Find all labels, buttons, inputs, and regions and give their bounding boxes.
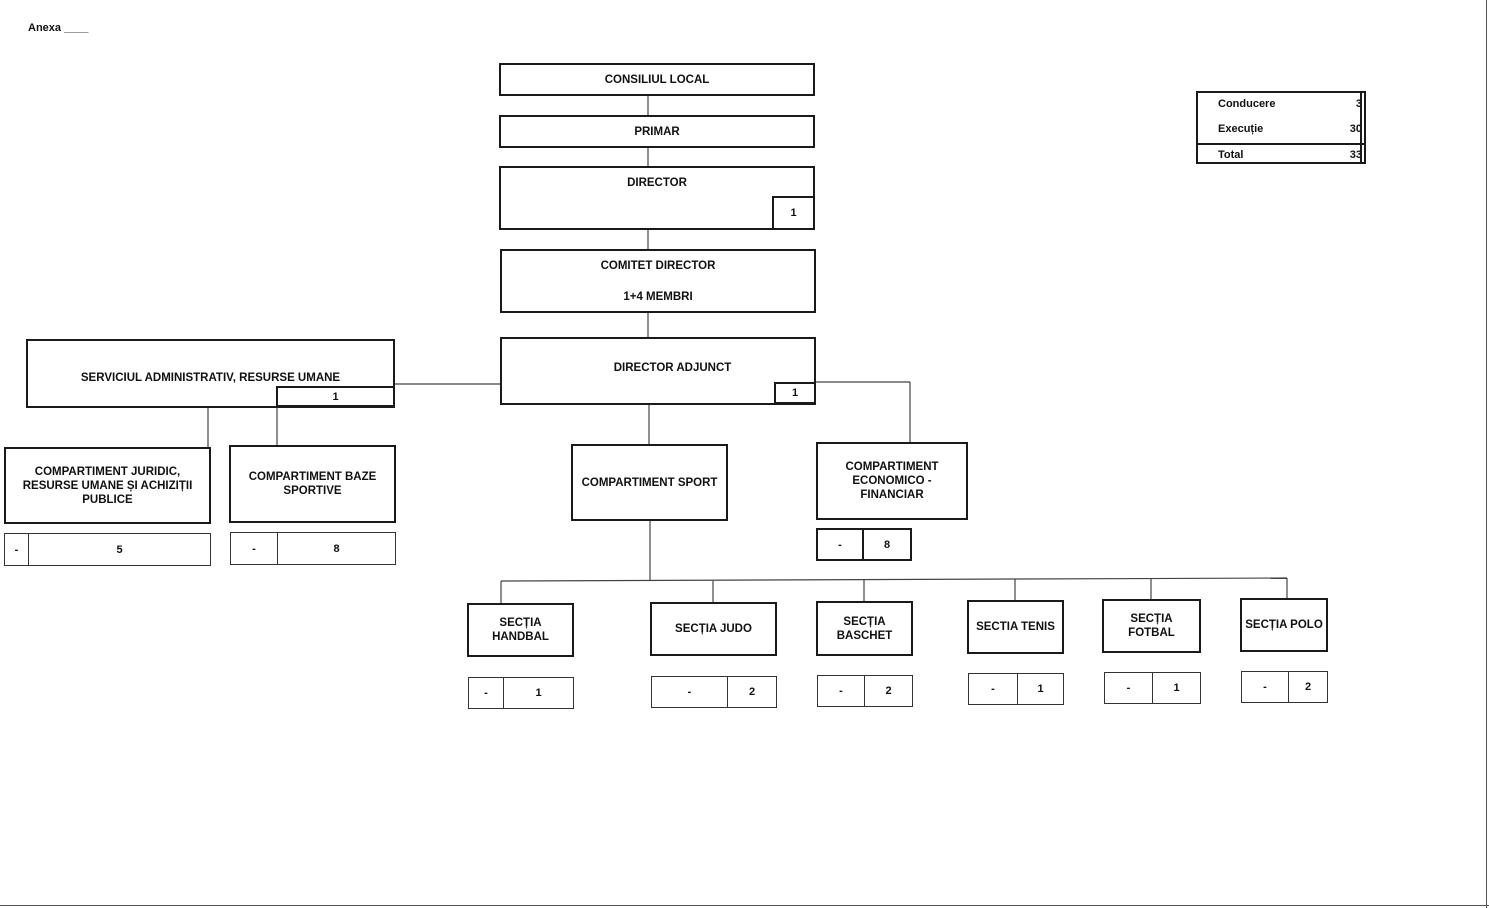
summary-row-conducere: Conducere 3 — [1198, 93, 1364, 117]
primar-box: PRIMAR — [499, 115, 815, 148]
sectia-baschet-label: SECȚIA BASCHET — [836, 615, 893, 642]
line-bus — [500, 577, 1288, 582]
sectia-handbal-lead: - — [468, 677, 504, 709]
director-label: DIRECTOR — [627, 177, 687, 189]
compartiment-economic-count: 8 — [862, 528, 912, 561]
sectia-tenis-lead: - — [968, 673, 1018, 705]
summary-row-total: Total 33 — [1198, 144, 1364, 168]
compartiment-baze-count: 8 — [277, 532, 396, 565]
sectia-polo-box: SECȚIA POLO — [1240, 598, 1328, 652]
sectia-baschet-box: SECȚIA BASCHET — [816, 601, 913, 656]
comitet-members-label: 1+4 MEMBRI — [623, 291, 693, 303]
page-border-bottom — [0, 905, 1489, 906]
summary-column-divider — [1360, 93, 1362, 162]
sectia-fotbal-box: SECȚIA FOTBAL — [1102, 599, 1201, 653]
sectia-baschet-count: 2 — [864, 675, 913, 707]
sectia-polo-label: SECȚIA POLO — [1245, 619, 1323, 631]
sectia-tenis-label: SECTIA TENIS — [976, 621, 1055, 633]
sectia-polo-lead: - — [1241, 671, 1289, 703]
summary-value-total: 33 — [1349, 149, 1362, 161]
summary-label-total: Total — [1218, 149, 1244, 161]
sectia-judo-box: SECȚIA JUDO — [650, 602, 777, 656]
sectia-judo-label: SECȚIA JUDO — [675, 623, 752, 635]
compartiment-sport-label: COMPARTIMENT SPORT — [581, 476, 718, 489]
sectia-handbal-count: 1 — [503, 677, 574, 709]
serviciul-administrativ-box: SERVICIUL ADMINISTRATIV, RESURSE UMANE — [26, 339, 395, 408]
summary-row-executie: Execuție 30 — [1198, 118, 1364, 142]
sectia-judo-lead: - — [651, 676, 728, 708]
comitet-director-box: COMITET DIRECTOR 1+4 MEMBRI — [500, 249, 816, 313]
sectia-handbal-box: SECȚIA HANDBAL — [467, 603, 574, 657]
director-adjunct-label: DIRECTOR ADJUNCT — [613, 362, 732, 374]
annex-label: Anexa ____ — [28, 22, 89, 34]
compartiment-sport-box: COMPARTIMENT SPORT — [571, 444, 728, 521]
sectia-fotbal-label: SECȚIA FOTBAL — [1128, 613, 1175, 639]
sectia-baschet-lead: - — [817, 675, 865, 707]
serviciul-administrativ-label: SERVICIUL ADMINISTRATIV, RESURSE UMANE — [80, 371, 341, 384]
compartiment-baze-label: COMPARTIMENT BAZE SPORTIVE — [248, 471, 377, 497]
sectia-polo-count: 2 — [1288, 671, 1328, 703]
comitet-director-label: COMITET DIRECTOR — [600, 260, 716, 272]
compartiment-juridic-count: 5 — [28, 533, 211, 566]
compartiment-economic-lead: - — [816, 528, 864, 561]
sectia-tenis-count: 1 — [1017, 673, 1064, 705]
compartiment-economic-label: COMPARTIMENT ECONOMICO - FINANCIAR — [845, 461, 939, 501]
consiliul-local-label: CONSILIUL LOCAL — [604, 73, 710, 86]
director-adjunct-box: DIRECTOR ADJUNCT — [500, 337, 816, 405]
compartiment-juridic-lead: - — [4, 533, 29, 566]
sectia-handbal-label: SECȚIA HANDBAL — [492, 617, 549, 643]
page-border-right — [1486, 0, 1487, 908]
serviciul-count: 1 — [276, 386, 395, 407]
compartiment-juridic-label: COMPARTIMENT JURIDIC, RESURSE UMANE ȘI A… — [22, 465, 193, 506]
primar-label: PRIMAR — [634, 125, 680, 138]
sectia-tenis-box: SECTIA TENIS — [967, 600, 1064, 654]
summary-total-divider — [1198, 143, 1364, 145]
compartiment-baze-box: COMPARTIMENT BAZE SPORTIVE — [229, 445, 396, 523]
summary-value-executie: 30 — [1349, 123, 1362, 135]
compartiment-juridic-box: COMPARTIMENT JURIDIC, RESURSE UMANE ȘI A… — [4, 447, 211, 524]
director-box: DIRECTOR — [499, 166, 815, 230]
summary-label-executie: Execuție — [1218, 123, 1264, 135]
sectia-fotbal-count: 1 — [1152, 672, 1201, 704]
sectia-judo-count: 2 — [727, 676, 777, 708]
compartiment-baze-lead: - — [230, 532, 278, 565]
staff-summary-table: Conducere 3 Execuție 30 Total 33 — [1196, 91, 1366, 164]
compartiment-economic-box: COMPARTIMENT ECONOMICO - FINANCIAR — [816, 442, 968, 520]
summary-value-conducere: 3 — [1355, 98, 1362, 110]
sectia-fotbal-lead: - — [1104, 672, 1153, 704]
consiliul-local-box: CONSILIUL LOCAL — [499, 63, 815, 96]
summary-label-conducere: Conducere — [1218, 98, 1276, 110]
director-count: 1 — [772, 196, 815, 230]
director-adjunct-count: 1 — [774, 382, 816, 404]
